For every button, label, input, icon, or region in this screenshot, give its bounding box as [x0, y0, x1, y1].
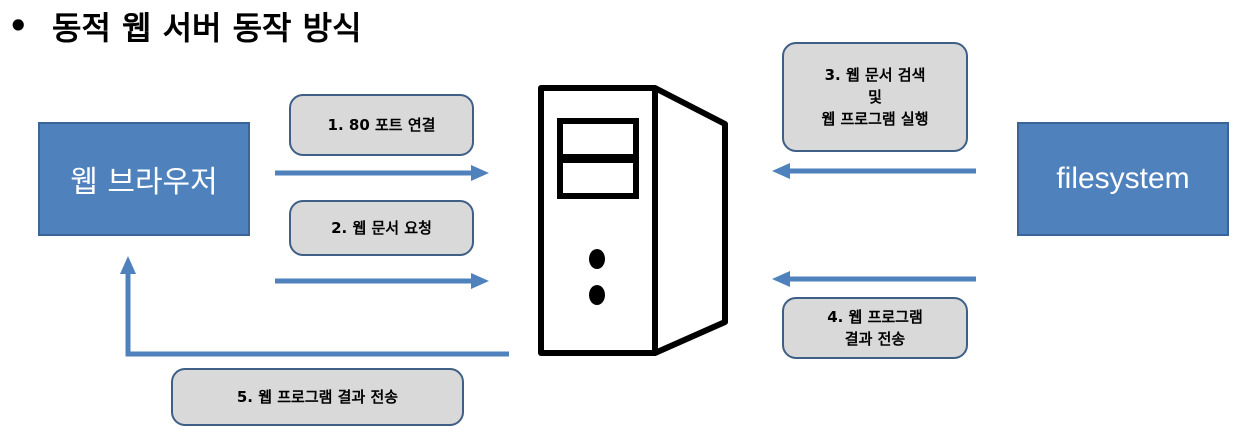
server-tower-icon [538, 85, 728, 356]
title-text: 동적 웹 서버 동작 방식 [52, 9, 362, 47]
step3-line-2: 및 [868, 88, 882, 106]
arrow-step3 [772, 163, 976, 179]
step1-line: 1. 80 포트 연결 [327, 116, 436, 134]
step2-line: 2. 웹 문서 요청 [331, 219, 432, 237]
arrow-step4 [772, 271, 976, 287]
arrow-step2 [275, 273, 489, 289]
step3-line-1: 3. 웹 문서 검색 [824, 66, 926, 84]
step4-line-2: 결과 전송 [844, 330, 906, 348]
drive-bay-upper [557, 118, 639, 160]
step2-label: 2. 웹 문서 요청 [289, 200, 474, 256]
arrow-step5 [120, 256, 509, 357]
disk-led [589, 285, 605, 305]
power-led [589, 249, 605, 269]
filesystem-box: filesystem [1017, 122, 1229, 236]
page-title: • 동적 웹 서버 동작 방식 [8, 4, 362, 48]
step3-line-3: 웹 프로그램 실행 [821, 110, 929, 128]
arrow-step1 [275, 165, 489, 181]
title-bullet: • [8, 7, 29, 45]
web-browser-box: 웹 브라우저 [38, 122, 250, 236]
step3-label: 3. 웹 문서 검색 및 웹 프로그램 실행 [782, 42, 968, 152]
step4-label: 4. 웹 프로그램 결과 전송 [782, 297, 968, 359]
step5-label: 5. 웹 프로그램 결과 전송 [171, 368, 464, 426]
step1-label: 1. 80 포트 연결 [289, 94, 474, 156]
step4-line-1: 4. 웹 프로그램 [827, 308, 923, 326]
drive-bay-lower [557, 157, 639, 199]
step5-line: 5. 웹 프로그램 결과 전송 [236, 388, 399, 406]
